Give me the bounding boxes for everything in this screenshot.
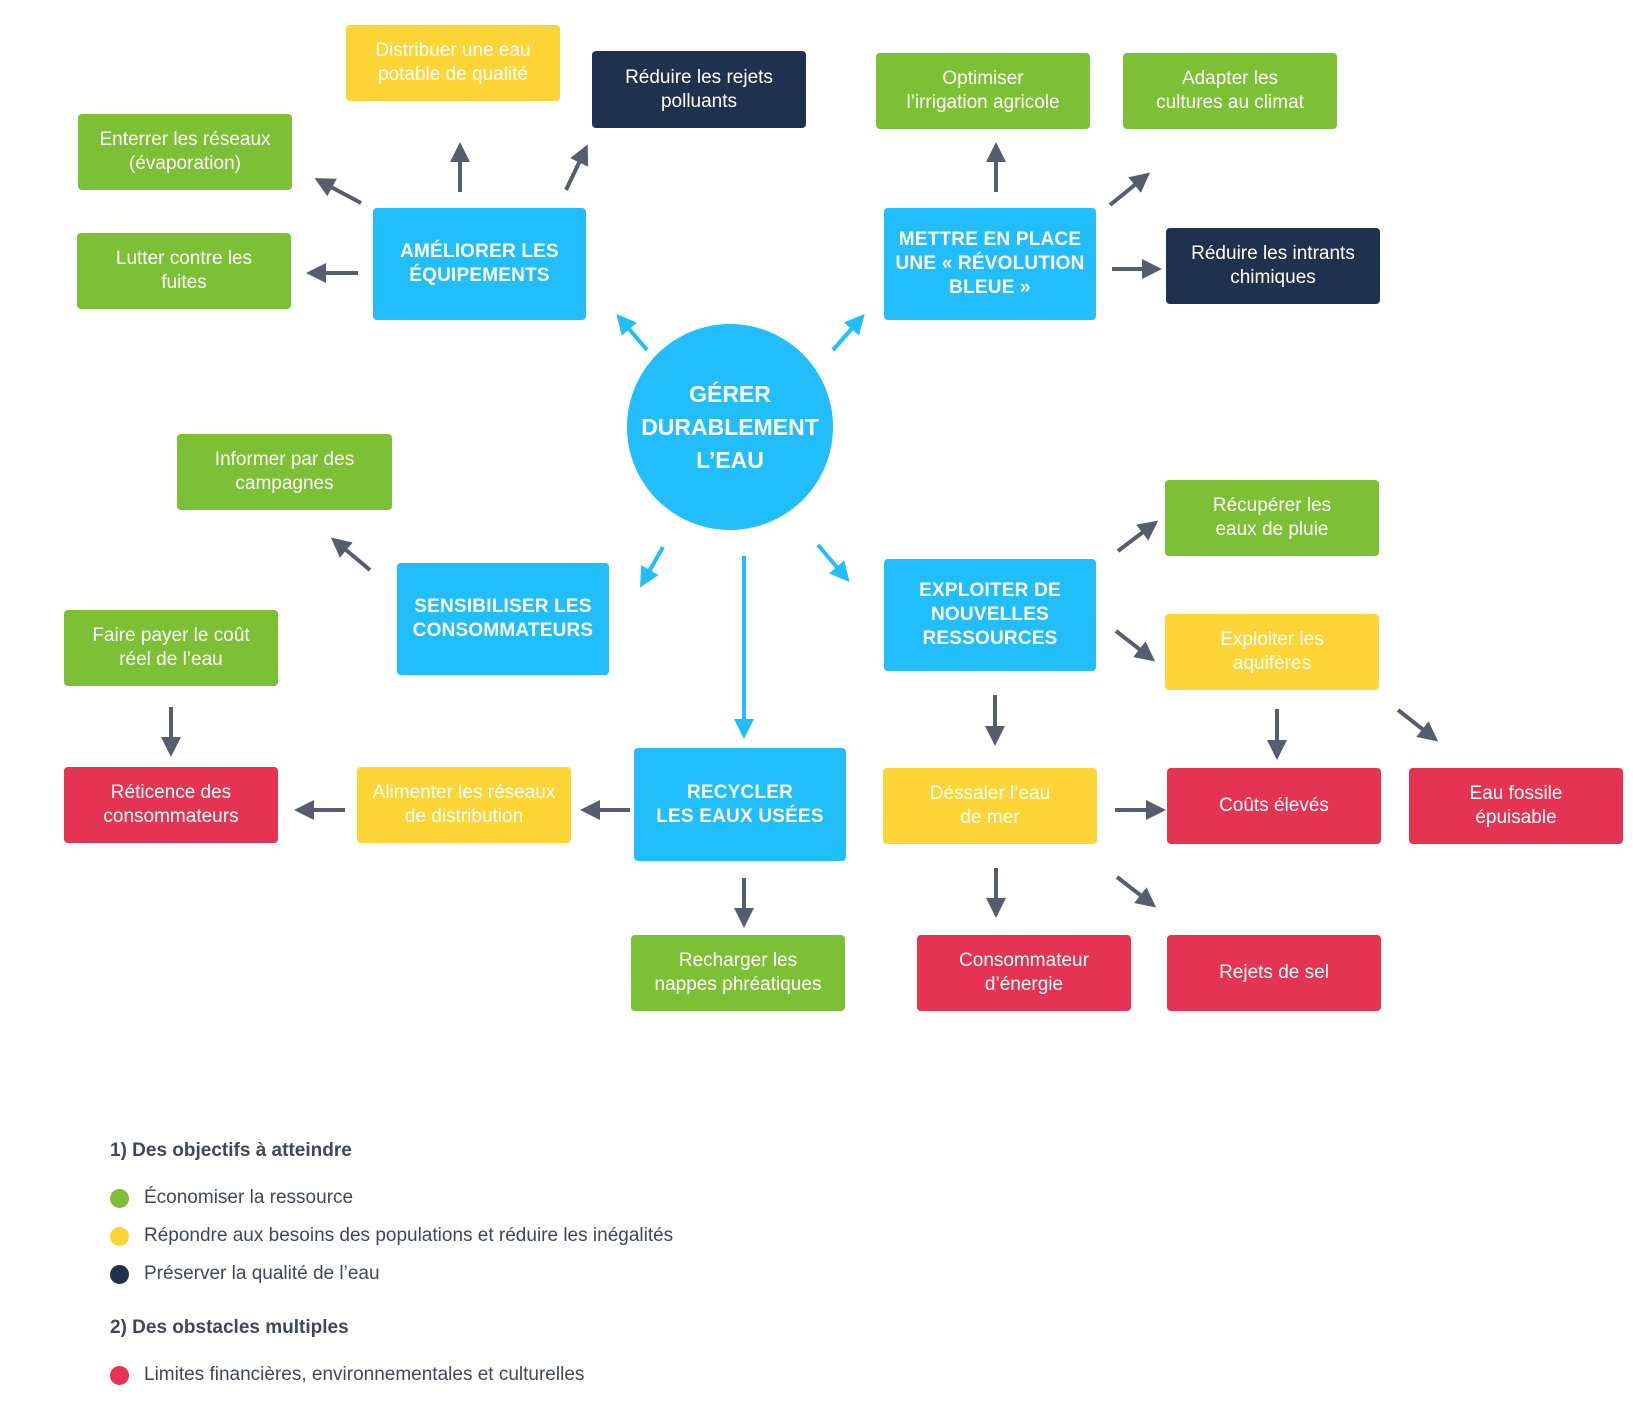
node-alimenter-reseaux: Alimenter les réseaux de distribution [357,767,571,843]
connector-arrow [1108,172,1151,207]
connector-arrow [330,537,372,572]
node-lutter-fuites: Lutter contre les fuites [77,233,291,309]
node-distribuer-eau: Distribuer une eau potable de qualité [346,25,560,101]
node-eau-fossile: Eau fossile épuisable [1409,768,1623,844]
node-ameliorer-equipements: AMÉLIORER LES ÉQUIPEMENTS [373,208,586,320]
center-circle: GÉRER DURABLEMENT L’EAU [627,324,833,530]
node-consommateur-energie: Consommateur d’énergie [917,935,1131,1011]
node-reticence: Réticence des consommateurs [64,767,278,843]
connector-arrow [1116,520,1159,553]
connector-arrow [616,313,649,352]
node-exploiter-aquiferes: Exploiter les aquifères [1165,614,1379,690]
node-exploiter-ressources: EXPLOITER DE NOUVELLES RESSOURCES [884,559,1096,671]
connector-arrow [564,144,589,191]
node-dessaler: Déssaler l’eau de mer [883,768,1097,844]
node-optimiser-irrigation: Optimiser l’irrigation agricole [876,53,1090,129]
node-recharger-nappes: Recharger les nappes phréatiques [631,935,845,1011]
connector-arrow [314,178,362,205]
node-rejets-sel: Rejets de sel [1167,935,1381,1011]
legend-heading-objectives: 1) Des objectifs à atteindre [110,1140,352,1161]
legend-dot-yellow-icon [110,1227,129,1246]
node-reduire-intrants: Réduire les intrants chimiques [1166,228,1380,304]
node-adapter-cultures: Adapter les cultures au climat [1123,53,1337,129]
legend-dot-green-icon [110,1189,129,1208]
node-couts-eleves: Coûts élevés [1167,768,1381,844]
node-reduire-rejets: Réduire les rejets polluants [592,51,806,128]
node-faire-payer: Faire payer le coût réel de l’eau [64,610,278,686]
connector-arrow [1114,629,1156,662]
node-informer-campagnes: Informer par des campagnes [177,434,392,510]
legend-dot-navy-icon [110,1265,129,1284]
legend-dot-red-icon [110,1366,129,1385]
node-recycler: RECYCLER LES EAUX USÉES [634,748,846,861]
legend-heading-obstacles: 2) Des obstacles multiples [110,1317,349,1338]
legend-label: Préserver la qualité de l’eau [144,1263,380,1284]
connector-arrow [1115,875,1157,908]
legend-label: Répondre aux besoins des populations et … [144,1225,674,1246]
connector-arrow [640,546,665,588]
node-recuperer-pluie: Récupérer les eaux de pluie [1165,480,1379,556]
legend-label: Limites financières, environnementales e… [144,1364,585,1385]
node-enterrer-reseaux: Enterrer les réseaux (évaporation) [78,114,292,190]
connector-arrow [1396,708,1439,742]
node-sensibiliser: SENSIBILISER LES CONSOMMATEURS [397,563,609,675]
legend-label: Économiser la ressource [144,1187,354,1208]
connector-arrow [816,543,850,583]
connector-arrow [831,313,865,352]
node-revolution-bleue: METTRE EN PLACE UNE « RÉVOLUTION BLEUE » [884,208,1096,320]
